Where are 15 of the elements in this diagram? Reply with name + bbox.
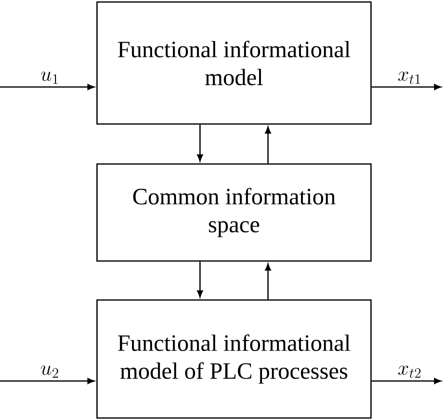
arrow (0, 84, 94, 90)
edge-label: $u_2$ (40, 366, 58, 378)
edge-label: $x_{t1}$ (398, 72, 420, 84)
edge-label: $u_1$ (40, 72, 58, 84)
arrow (372, 84, 442, 90)
arrow (265, 264, 271, 300)
arrow (265, 126, 271, 164)
process-box: Functional informational model of PLC processes (96, 299, 372, 419)
arrow (197, 262, 203, 298)
arrow (372, 378, 442, 384)
process-box: Functional informational model (96, 1, 372, 125)
edge-label: $x_{t2}$ (398, 366, 420, 378)
arrow (197, 124, 203, 162)
process-box: Common information space (96, 163, 372, 262)
arrow (0, 378, 94, 384)
